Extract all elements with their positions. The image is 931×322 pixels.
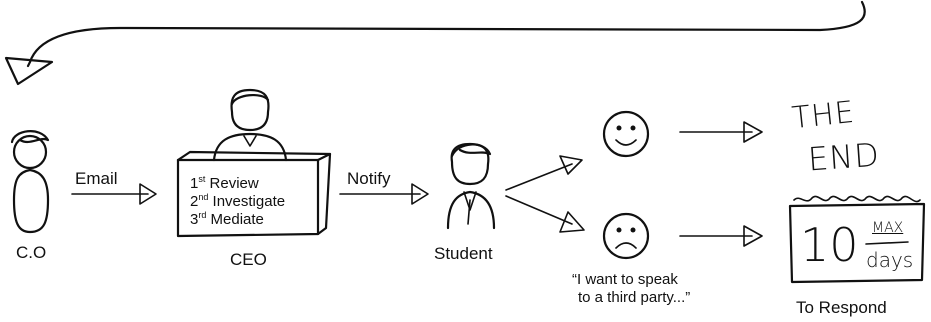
third-party-quote-line2: to a third party...” (578, 289, 691, 306)
happy-arrowhead (743, 121, 763, 143)
calendar-number: 10 (800, 218, 859, 272)
split-arrow-up (505, 163, 573, 191)
co-label: C.O (16, 243, 47, 262)
ceo-label: CEO (230, 250, 267, 269)
calendar-icon (788, 195, 926, 284)
email-label: Email (75, 169, 118, 188)
the-end-line1: THE (790, 94, 857, 137)
co-person-icon (10, 130, 50, 234)
happy-face-icon (602, 110, 650, 158)
notify-arrowhead (411, 183, 429, 205)
the-end-line2: END (806, 135, 882, 179)
ceo-desk-box (176, 150, 332, 238)
ceo-step-investigate: 2nd Investigate (190, 192, 286, 210)
split-arrowhead-down (559, 211, 585, 233)
student-label: Student (434, 244, 493, 263)
sad-face-icon (602, 212, 650, 260)
ceo-person-icon (212, 88, 288, 162)
third-party-quote-line1: “I want to speak (572, 271, 678, 288)
calendar-days: days (866, 248, 914, 272)
ceo-step-review: 1st Review (190, 174, 259, 192)
split-arrow-down (505, 195, 573, 225)
email-arrowhead (139, 183, 157, 205)
calendar-max: MAX (872, 220, 904, 236)
ceo-step-mediate: 3rd Mediate (190, 210, 264, 228)
sad-arrowhead (743, 225, 763, 247)
loop-arrowhead (4, 56, 54, 86)
loop-return-arrow (26, 0, 866, 68)
notify-label: Notify (347, 169, 391, 188)
split-arrowhead-up (559, 155, 583, 175)
student-person-icon (446, 142, 496, 230)
to-respond-label: To Respond (796, 298, 887, 317)
